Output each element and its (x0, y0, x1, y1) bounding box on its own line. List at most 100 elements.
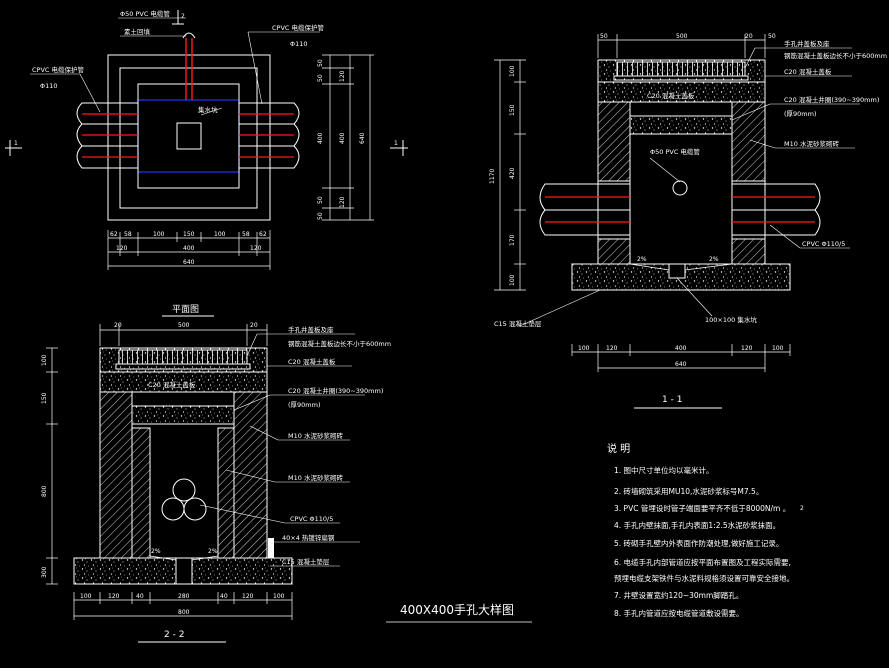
plan-dim-b1-5: 58 (242, 231, 250, 238)
plan-dim-r2-2: 120 (339, 196, 346, 208)
plan-right-pipes (238, 102, 300, 169)
s22-label-base: C15 混凝土垫层 (282, 557, 330, 566)
s11-dim-l2: 420 (509, 167, 516, 179)
s22-label-cpvc: CPVC Φ110/5 (290, 515, 333, 523)
s11-sump (668, 263, 686, 279)
s22-slope-right: 2% (208, 548, 218, 555)
plan-dim-b2-1: 400 (183, 245, 195, 252)
s11-dim-l4: 100 (509, 274, 516, 286)
s22-dim-l3: 300 (41, 566, 48, 578)
plan-dim-r1-2: 400 (317, 132, 324, 144)
plan-section-mark-right: 1 (394, 140, 398, 147)
s11-label-base: C15 混凝土垫层 (494, 319, 542, 328)
s11-pipe-right (731, 183, 821, 236)
s11-dim-b1: 120 (606, 345, 618, 352)
s11-grate (616, 61, 746, 77)
s22-dim-b6: 100 (273, 593, 285, 600)
plan-sump (176, 122, 202, 150)
note-item-2: 2. 砖墙砌筑采用MU10,水泥砂浆标号M7.5。 (614, 486, 763, 496)
s22-dim-t2: 20 (250, 322, 258, 329)
s11-label-wall: M10 水泥砂浆砌砖 (784, 139, 839, 148)
s22-inner-wall-left (131, 427, 151, 559)
s11-dim-b3: 120 (741, 345, 753, 352)
note-item-6: 6. 电缆手孔内部管道应按平面布置图及工程实际需要, (614, 557, 791, 567)
s11-dim-b4: 100 (772, 345, 784, 352)
plan-dim-b1-0: 62 (110, 231, 118, 238)
s22-dim-b0: 100 (80, 593, 92, 600)
s22-label-cover: 手孔井盖板及座 (288, 325, 334, 334)
s11-dim-t0: 50 (600, 33, 608, 40)
s11-label-cover: 手孔井盖板及座 (784, 39, 830, 48)
s22-label-c20-ring: C20 混凝土盖板 (288, 357, 336, 366)
plan-section-mark-left: 1 (14, 140, 18, 147)
s22-label-c20-beam: C20 混凝土井圈(390~390mm) (288, 386, 383, 395)
plan-dim-b2-2: 120 (250, 245, 262, 252)
plan-dim-b1-2: 100 (153, 231, 165, 238)
plan-view: 2 1 1 Φ50 PVC 电缆管 素土回填 CPVC 电缆保护管 Φ110 C… (5, 9, 408, 317)
s22-dim-b5: 120 (242, 593, 254, 600)
s11-label-cpvc: CPVC Φ110/5 (802, 240, 845, 248)
s11-dim-b-total: 640 (675, 361, 687, 368)
plan-label-drain: 集水坑 (198, 105, 218, 114)
s11-slope-left: 2% (637, 256, 647, 263)
s22-slope-left: 2% (151, 548, 161, 555)
s11-dim-b2: 400 (675, 345, 687, 352)
plan-caption: 平面图 (172, 304, 199, 315)
note-item-1: 1. 图中尺寸单位均以毫米计。 (614, 465, 714, 475)
s22-dims-bottom (73, 592, 293, 620)
s11-dim-l1: 150 (509, 104, 516, 116)
plan-dim-b2-0: 120 (116, 245, 128, 252)
s22-dim-t0: 20 (114, 322, 122, 329)
plan-middle-boundary (119, 67, 258, 209)
section-2-2: 2% 2% 手孔井盖板及座 钢筋混凝土盖板边长不小于600mm C20 混凝土盖… (41, 322, 391, 643)
s22-dim-b4: 40 (220, 593, 228, 600)
plan-dim-b-total: 640 (183, 259, 195, 266)
s11-label-cover-note: 钢筋混凝土盖板边长不小于600mm (784, 51, 887, 60)
s22-dims-left (46, 347, 58, 585)
plan-label-pvc-small: Φ50 PVC 电缆管 (120, 9, 170, 18)
s11-label-c20-ring: C20 混凝土盖板 (784, 67, 832, 76)
plan-blue-outline (137, 99, 240, 173)
s22-dim-b2: 40 (136, 593, 144, 600)
s11-pvc-hole (672, 180, 688, 196)
s11-dims-bottom (571, 344, 791, 372)
s22-dim-b1: 120 (108, 593, 120, 600)
section-1-1: 2% 2% 手孔井盖板及座 钢筋混凝土盖板边长不小于600mm C20 混凝土盖… (489, 33, 887, 409)
plan-left-pipes (76, 102, 139, 169)
s22-wall-right (233, 391, 268, 559)
s22-inner-wall-right (217, 427, 235, 559)
plan-dim-r2-0: 120 (339, 70, 346, 82)
note-item-3: 3. PVC 管埋设时管子端面要平齐不低于8000N/m 。 (614, 503, 790, 513)
s11-label-c20-beam: C20 混凝土井圈(390~390mm) (784, 95, 879, 104)
plan-dim-r1-0: 50 (317, 59, 324, 67)
s22-dim-l0: 100 (41, 354, 48, 366)
s22-dim-l2: 800 (41, 485, 48, 497)
plan-label-cpvc-left-dia: Φ110 (40, 82, 58, 90)
plan-label-fill: 素土回填 (124, 27, 151, 36)
plan-outer-boundary (107, 54, 271, 221)
s11-pipe-left (539, 183, 631, 236)
plan-dim-b1-3: 150 (183, 231, 195, 238)
s22-sump (175, 557, 193, 585)
s11-dim-l0: 100 (509, 65, 516, 77)
s11-label-c20-inner: C20 混凝土盖板 (647, 91, 695, 100)
plan-dim-b1-6: 62 (259, 231, 267, 238)
note-item-7: 7. 井壁设置宽约120~30mm脚踏孔。 (614, 590, 743, 600)
note-item-8: 8. 手孔内管道应按电缆管道敷设需要。 (614, 608, 744, 618)
s22-dim-t1: 500 (178, 322, 190, 329)
s22-label-wall: M10 水泥砂浆砌砖 (288, 431, 343, 440)
note-item-5: 5. 砖砌手孔壁内外表面作防潮处理,做好施工记录。 (614, 538, 783, 548)
s11-dim-t2: 20 (745, 33, 753, 40)
s22-dims-top (99, 324, 268, 346)
plan-label-cpvc-right: CPVC 电缆保护管 (272, 23, 325, 32)
s22-label-c20-inner: C20 混凝土盖板 (148, 380, 196, 389)
s22-pipe-cluster (161, 478, 207, 521)
s22-c20-beam (131, 391, 235, 407)
s11-c20-beam (629, 101, 733, 117)
s11-label-sump: 100×100 集水坑 (705, 315, 757, 324)
s11-dim-b0: 100 (578, 345, 590, 352)
s11-dim-t1: 500 (676, 33, 688, 40)
plan-label-cpvc-left: CPVC 电缆保护管 (32, 65, 85, 74)
s22-caption: 2 - 2 (164, 630, 184, 640)
